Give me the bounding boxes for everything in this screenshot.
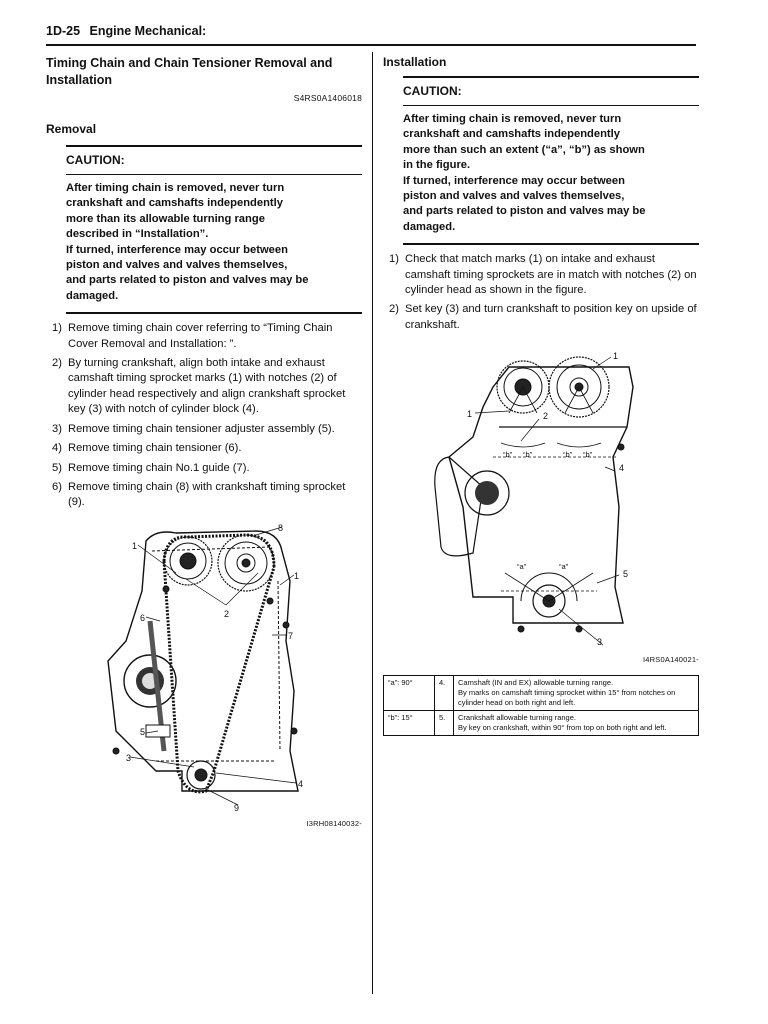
label-a-left: “a” — [517, 562, 527, 571]
column-divider — [372, 52, 373, 994]
step-item: 3)Remove timing chain tensioner adjuster… — [52, 422, 335, 435]
legend-key: “a”: 90° — [383, 675, 435, 712]
installation-caution-box: CAUTION: After timing chain is removed, … — [403, 76, 699, 246]
right-column: Installation CAUTION: After timing chain… — [383, 55, 699, 737]
step-item: 1)Remove timing chain cover referring to… — [52, 322, 333, 350]
angle-legend-table: “a”: 90° 4. Camshaft (IN and EX) allowab… — [383, 675, 699, 737]
legend-num: 5. — [434, 710, 454, 737]
caution-heading: CAUTION: — [66, 147, 362, 175]
label-1: 1 — [132, 541, 137, 551]
installation-heading: Installation — [383, 55, 447, 69]
step-item: 2)By turning crankshaft, align both inta… — [52, 357, 346, 416]
procedure-title: Timing Chain and Chain Tensioner Removal… — [46, 56, 333, 87]
legend-desc: Camshaft (IN and EX) allowable turning r… — [453, 675, 699, 712]
label-a-right: “a” — [559, 562, 569, 571]
label-1a: 1 — [613, 351, 618, 361]
step-item: 1)Check that match marks (1) on intake a… — [389, 253, 697, 297]
step-item: 6)Remove timing chain (8) with crankshaf… — [52, 480, 346, 509]
label-1b: 1 — [467, 409, 472, 419]
label-4: 4 — [298, 779, 303, 789]
step-item: 4)Remove timing chain tensioner (6). — [52, 442, 242, 455]
legend-key: “b”: 15° — [383, 710, 435, 737]
label-8: 8 — [278, 523, 283, 533]
step-item: 5)Remove timing chain No.1 guide (7). — [52, 461, 250, 474]
installation-figure: 1 1 2 3 4 5 “a” “a” “b” “b” “b” “b” I4RS… — [383, 347, 699, 667]
label-b-3: “b” — [563, 450, 573, 459]
timing-chain-illustration: 1 2 3 4 5 6 7 8 9 1 — [107, 523, 303, 813]
label-5: 5 — [623, 569, 628, 579]
removal-figure: 1 2 3 4 5 6 7 8 9 1 I3RH08140032- — [46, 521, 362, 831]
figure-code: I3RH08140032- — [306, 818, 362, 828]
label-b-4: “b” — [583, 450, 593, 459]
page-header: 1D-25 Engine Mechanical: — [46, 24, 696, 46]
section-title: Engine Mechanical: — [89, 24, 207, 38]
label-6: 6 — [140, 613, 145, 623]
exhaust-sprocket — [217, 534, 275, 592]
label-3: 3 — [126, 753, 131, 763]
table-row: “b”: 15° 5. Crankshaft allowable turning… — [383, 710, 699, 737]
caution-heading: CAUTION: — [403, 78, 699, 106]
document-code: S4RS0A1406018 — [293, 93, 362, 103]
label-5: 5 — [140, 727, 145, 737]
step-item: 2)Set key (3) and turn crankshaft to pos… — [389, 303, 697, 331]
figure-code: I4RS0A140021- — [643, 655, 699, 665]
label-7: 7 — [288, 631, 293, 641]
caution-text: After timing chain is removed, never tur… — [403, 113, 646, 233]
legend-desc: Crankshaft allowable turning range. By k… — [453, 710, 699, 737]
label-b-2: “b” — [523, 450, 533, 459]
label-9: 9 — [234, 803, 239, 811]
intake-sprocket — [163, 536, 213, 586]
table-row: “a”: 90° 4. Camshaft (IN and EX) allowab… — [383, 675, 699, 712]
page-number: 1D-25 — [46, 24, 81, 38]
removal-caution-box: CAUTION: After timing chain is removed, … — [66, 145, 362, 315]
caution-text: After timing chain is removed, never tur… — [66, 182, 309, 302]
removal-steps: 1)Remove timing chain cover referring to… — [46, 321, 362, 510]
label-2: 2 — [543, 411, 548, 421]
legend-num: 4. — [434, 675, 454, 712]
label-1b: 1 — [294, 571, 299, 581]
installation-steps: 1)Check that match marks (1) on intake a… — [383, 252, 699, 333]
left-column: Timing Chain and Chain Tensioner Removal… — [46, 55, 362, 831]
label-b-1: “b” — [503, 450, 513, 459]
label-2: 2 — [224, 609, 229, 619]
label-3: 3 — [597, 637, 602, 647]
timing-marks-illustration: 1 1 2 3 4 5 “a” “a” “b” “b” “b” “b” — [434, 351, 634, 647]
removal-heading: Removal — [46, 122, 97, 136]
label-4: 4 — [619, 463, 624, 473]
